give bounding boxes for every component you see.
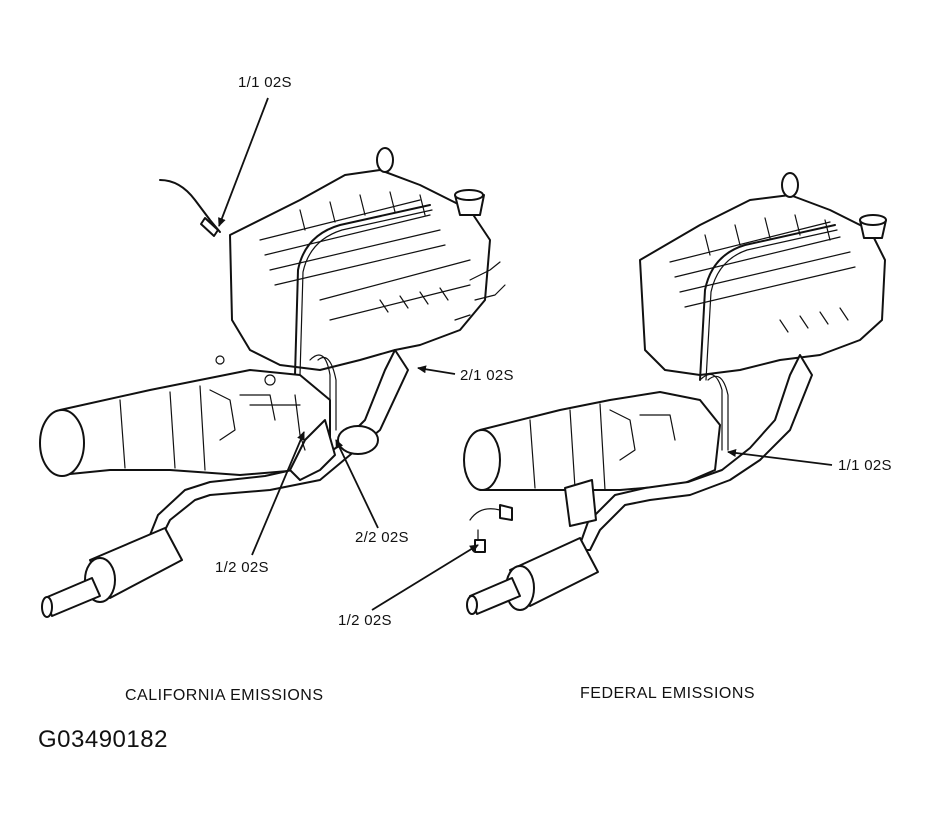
label-ca-1-2-o2s: 1/2 02S bbox=[215, 559, 269, 576]
federal-engine-drawing bbox=[463, 172, 887, 615]
label-ca-1-1-o2s: 1/1 02S bbox=[238, 74, 292, 91]
caption-california-emissions: CALIFORNIA EMISSIONS bbox=[125, 687, 324, 704]
caption-federal-emissions: FEDERAL EMISSIONS bbox=[580, 685, 756, 702]
california-engine-drawing bbox=[39, 147, 506, 618]
leader-lines bbox=[218, 97, 833, 611]
label-ca-2-1-o2s: 2/1 02S bbox=[460, 367, 514, 384]
label-fed-1-1-o2s: 1/1 02S bbox=[838, 457, 892, 474]
label-fed-1-2-o2s: 1/2 02S bbox=[338, 612, 392, 629]
label-ca-2-2-o2s: 2/2 02S bbox=[355, 529, 409, 546]
figure-id: G03490182 bbox=[38, 726, 168, 753]
